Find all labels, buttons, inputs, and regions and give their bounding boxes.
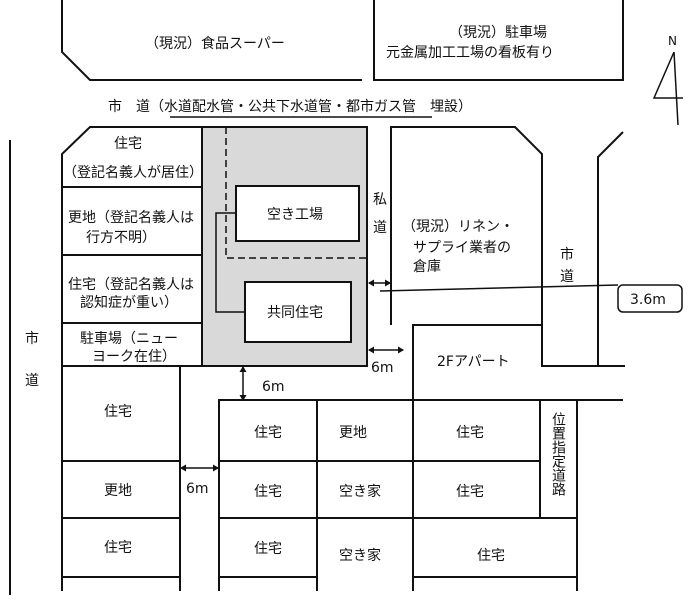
road-west-label-2: 道 bbox=[25, 373, 39, 389]
house-dementia-label-2: 認知症が重い） bbox=[80, 294, 178, 311]
empty-factory-label: 空き工場 bbox=[267, 207, 323, 223]
private-road-label-1: 私 bbox=[373, 192, 387, 208]
callout-label: 3.6m bbox=[630, 292, 666, 308]
shared-housing-label: 共同住宅 bbox=[267, 305, 323, 321]
arrowhead bbox=[385, 279, 391, 287]
house-label: 住宅 bbox=[104, 404, 132, 420]
linen-label-2: サプライ業者の bbox=[413, 240, 511, 256]
vacant-missing-label-2: 行方不明） bbox=[86, 230, 156, 246]
house-label: 住宅 bbox=[104, 540, 132, 556]
north-label: N bbox=[668, 34, 677, 48]
vacant-house-label: 空き家 bbox=[339, 547, 381, 564]
arrowhead bbox=[398, 346, 404, 354]
road-east-edge bbox=[597, 131, 624, 366]
empty-factory-box bbox=[235, 185, 360, 242]
parking-sign-label: 元金属加工工場の看板有り bbox=[386, 45, 554, 61]
road-west-label-1: 市 bbox=[25, 330, 39, 347]
house-label: 住宅 bbox=[477, 548, 505, 564]
supermarket-label: （現況）食品スーパー bbox=[145, 35, 285, 52]
linen-label-3: 倉庫 bbox=[413, 258, 441, 275]
supermarket-block bbox=[61, 0, 362, 81]
vacant-house-label: 空き家 bbox=[339, 483, 381, 500]
house-dementia-label-1: 住宅（登記名義人は bbox=[68, 276, 194, 293]
leader-factory bbox=[215, 212, 245, 313]
house-label: 住宅 bbox=[254, 541, 282, 557]
parking-current-label: （現況）駐車場 bbox=[449, 24, 547, 41]
north-arrow-icon bbox=[652, 51, 683, 126]
designated-road-label: 位置指定道路 bbox=[550, 412, 566, 496]
parking-ny-label-2: ヨーク在住） bbox=[92, 349, 176, 365]
road-east-label-2: 道 bbox=[560, 269, 574, 285]
house-label: 住宅 bbox=[254, 425, 282, 441]
vacant-label: 更地 bbox=[104, 483, 132, 499]
parking-block bbox=[373, 0, 624, 81]
house-label: 住宅 bbox=[254, 484, 282, 500]
house-label: 住宅 bbox=[456, 484, 484, 500]
left-column-outline bbox=[61, 126, 202, 591]
arrowhead bbox=[239, 395, 247, 401]
vacant-missing-label-1: 更地（登記名義人は bbox=[68, 209, 194, 226]
dimension-6m-west: 6m bbox=[186, 481, 209, 497]
vacant-label: 更地 bbox=[339, 425, 367, 441]
linen-warehouse-outline bbox=[390, 126, 543, 325]
road-north-label: 市 道（水道配水管・公共下水道管・都市ガス管 埋設） bbox=[108, 98, 472, 115]
south-lots-outline bbox=[218, 399, 623, 591]
apartment-outline bbox=[412, 324, 625, 400]
arrowhead bbox=[239, 366, 247, 372]
callout-leader bbox=[379, 284, 619, 292]
house-owner-label-2: （登記名義人が居住） bbox=[63, 164, 203, 181]
arrowhead bbox=[368, 279, 374, 287]
parking-ny-label-1: 駐車場（ニュー bbox=[80, 330, 178, 347]
apartment-label: 2Fアパート bbox=[437, 354, 510, 370]
dimension-6m-east: 6m bbox=[371, 360, 394, 376]
private-road-label-2: 道 bbox=[373, 220, 387, 236]
arrowhead bbox=[368, 346, 374, 354]
shared-housing-box bbox=[244, 281, 352, 343]
house-owner-label-1: 住宅 bbox=[114, 136, 142, 152]
arrowhead bbox=[180, 464, 186, 472]
site-dashed-line bbox=[225, 127, 367, 259]
road-east-label-1: 市 bbox=[560, 246, 574, 263]
arrowhead bbox=[213, 464, 219, 472]
dimension-6m-south: 6m bbox=[262, 379, 285, 395]
house-label: 住宅 bbox=[456, 425, 484, 441]
linen-label-1: （現況）リネン・ bbox=[402, 219, 514, 235]
callout-box bbox=[617, 284, 683, 313]
